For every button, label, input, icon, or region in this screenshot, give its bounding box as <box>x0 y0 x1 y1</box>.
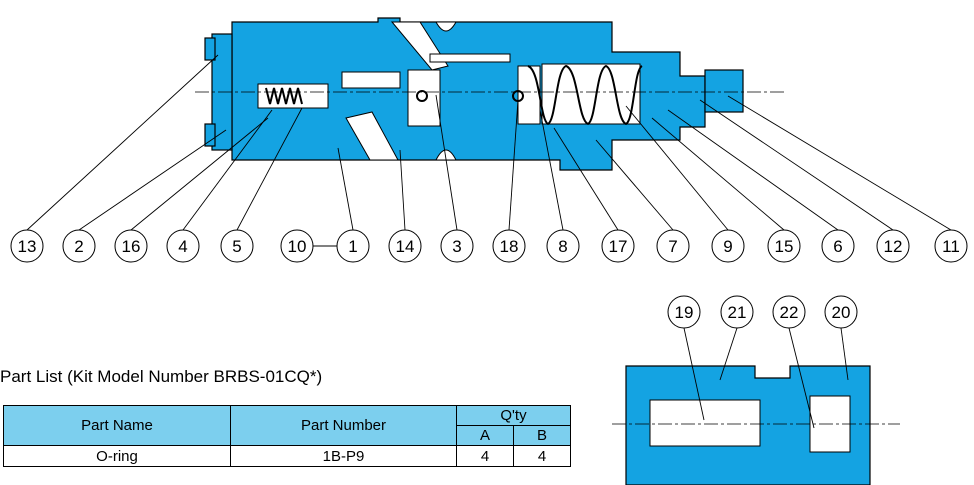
header-qty-a: A <box>456 425 514 446</box>
callout-circle <box>114 229 148 263</box>
callout-9: 9 <box>723 237 732 256</box>
poppet-bore <box>341 71 401 89</box>
callout-circle <box>220 229 254 263</box>
callout-circle <box>772 295 806 329</box>
callout-circle <box>767 229 801 263</box>
callout-circle <box>711 229 745 263</box>
spring-chamber <box>541 63 641 125</box>
leader-16 <box>130 117 269 231</box>
leader-4 <box>182 109 273 231</box>
callout-19: 19 <box>675 303 694 322</box>
pilot-passage <box>429 53 511 63</box>
callout-21: 21 <box>728 303 747 322</box>
leader-18 <box>508 99 519 231</box>
callout-circle <box>720 295 754 329</box>
header-part-number: Part Number <box>230 405 457 446</box>
leader-17 <box>553 127 619 231</box>
callout-16: 16 <box>122 237 141 256</box>
leader-22 <box>788 327 815 429</box>
leader-1 <box>337 147 354 231</box>
leader-11 <box>727 95 952 231</box>
leader-12 <box>699 99 894 231</box>
leader-21 <box>719 327 738 381</box>
header-qty-b: B <box>513 425 571 446</box>
header-part-name: Part Name <box>3 405 231 446</box>
callout-circle <box>336 229 370 263</box>
leader-6 <box>667 109 839 231</box>
callout-6: 6 <box>833 237 842 256</box>
cell-part-number: 1B-P9 <box>230 445 457 467</box>
callout-circle <box>667 295 701 329</box>
callout-circle <box>934 229 968 263</box>
callout-12: 12 <box>884 237 903 256</box>
callout-circle <box>824 295 858 329</box>
callout-13: 13 <box>18 237 37 256</box>
callout-15: 15 <box>775 237 794 256</box>
leader-8 <box>539 109 564 231</box>
callout-circle <box>546 229 580 263</box>
part-list-table: Part Name Part Number Q'ty A B O-ring 1B… <box>3 405 571 467</box>
leader-20 <box>840 327 849 381</box>
callout-7: 7 <box>668 237 677 256</box>
callout-22: 22 <box>780 303 799 322</box>
callout-circle <box>440 229 474 263</box>
callout-20: 20 <box>832 303 851 322</box>
cell-qty-b: 4 <box>513 445 571 467</box>
left-port-lower <box>204 123 216 147</box>
leader-19 <box>683 327 705 421</box>
callout-3: 3 <box>452 237 461 256</box>
callout-18: 18 <box>500 237 519 256</box>
piston-chamber <box>407 69 441 127</box>
port-notch-top <box>435 21 457 32</box>
callout-circle <box>656 229 690 263</box>
callout-17: 17 <box>609 237 628 256</box>
callout-circle <box>492 229 526 263</box>
leader-14 <box>399 149 406 231</box>
table-row: O-ring 1B-P9 4 4 <box>3 445 571 467</box>
leader-13 <box>26 54 219 231</box>
header-qty: Q'ty <box>456 405 571 426</box>
callout-14: 14 <box>396 237 415 256</box>
callout-4: 4 <box>178 237 187 256</box>
callout-circle <box>10 229 44 263</box>
leader-5 <box>236 107 303 231</box>
spring-small <box>265 87 303 105</box>
callout-5: 5 <box>232 237 241 256</box>
port-notch-bottom <box>435 149 457 161</box>
cell-part-name: O-ring <box>3 445 231 467</box>
leader-3 <box>435 94 458 231</box>
callout-circle <box>166 229 200 263</box>
callout-circle <box>62 229 96 263</box>
leader-7 <box>595 139 674 231</box>
ball <box>416 90 428 102</box>
adjusting-nut <box>704 69 744 113</box>
detail-bore <box>649 399 761 447</box>
part-list-caption: Part List (Kit Model Number BRBS-01CQ*) <box>0 367 323 386</box>
leader-15 <box>651 117 785 231</box>
leader-9 <box>625 105 729 231</box>
callout-circle <box>280 229 314 263</box>
callout-10: 10 <box>288 237 307 256</box>
seat-cavity <box>517 65 541 125</box>
callout-circle <box>821 229 855 263</box>
callout-circle <box>601 229 635 263</box>
leader-2 <box>78 129 227 231</box>
callout-11: 11 <box>942 237 960 256</box>
callout-circle <box>876 229 910 263</box>
callout-2: 2 <box>74 237 83 256</box>
left-port-upper <box>204 37 216 61</box>
drain-passage-bottom <box>345 111 399 161</box>
callout-8: 8 <box>558 237 567 256</box>
cell-qty-a: 4 <box>456 445 514 467</box>
spring-8 <box>527 64 643 126</box>
callout-1: 1 <box>348 237 357 256</box>
callout-circle <box>388 229 422 263</box>
